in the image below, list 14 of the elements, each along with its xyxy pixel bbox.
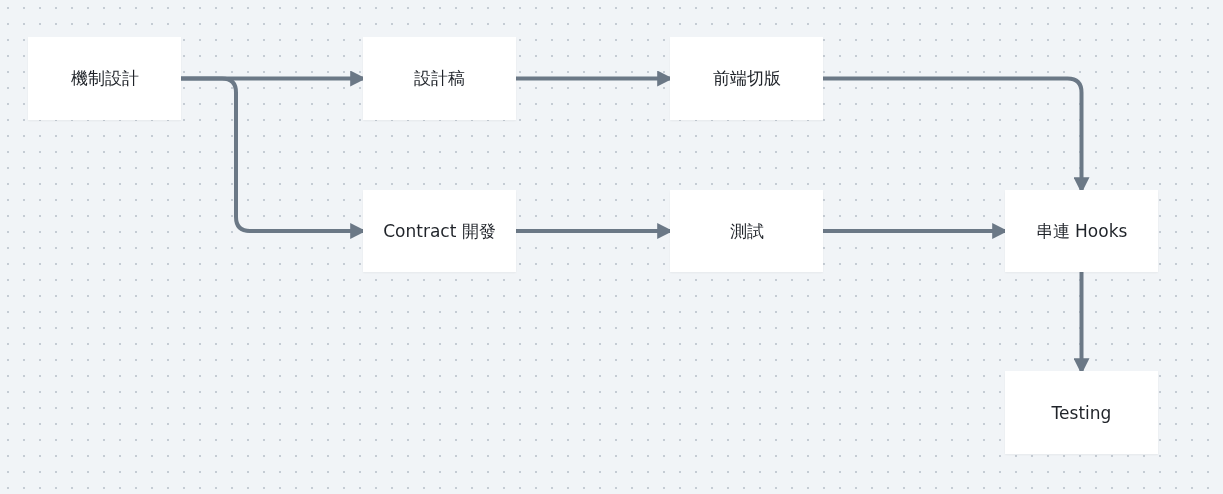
- process-box: [670, 37, 823, 120]
- node-label: 設計稿: [414, 67, 465, 90]
- process-box: [363, 37, 516, 120]
- node-label: Contract 開發: [383, 219, 496, 243]
- process-box: [1005, 371, 1158, 454]
- node-label: 測試: [729, 219, 764, 243]
- node-label: 前端切版: [712, 67, 781, 90]
- process-box: [363, 190, 516, 272]
- process-box: [1005, 190, 1158, 272]
- node-label: 機制設計: [70, 67, 139, 90]
- process-box: [28, 37, 181, 120]
- node-label: 串連 Hooks: [1035, 219, 1128, 243]
- node-label: Testing: [1051, 402, 1112, 423]
- process-box: [670, 190, 823, 272]
